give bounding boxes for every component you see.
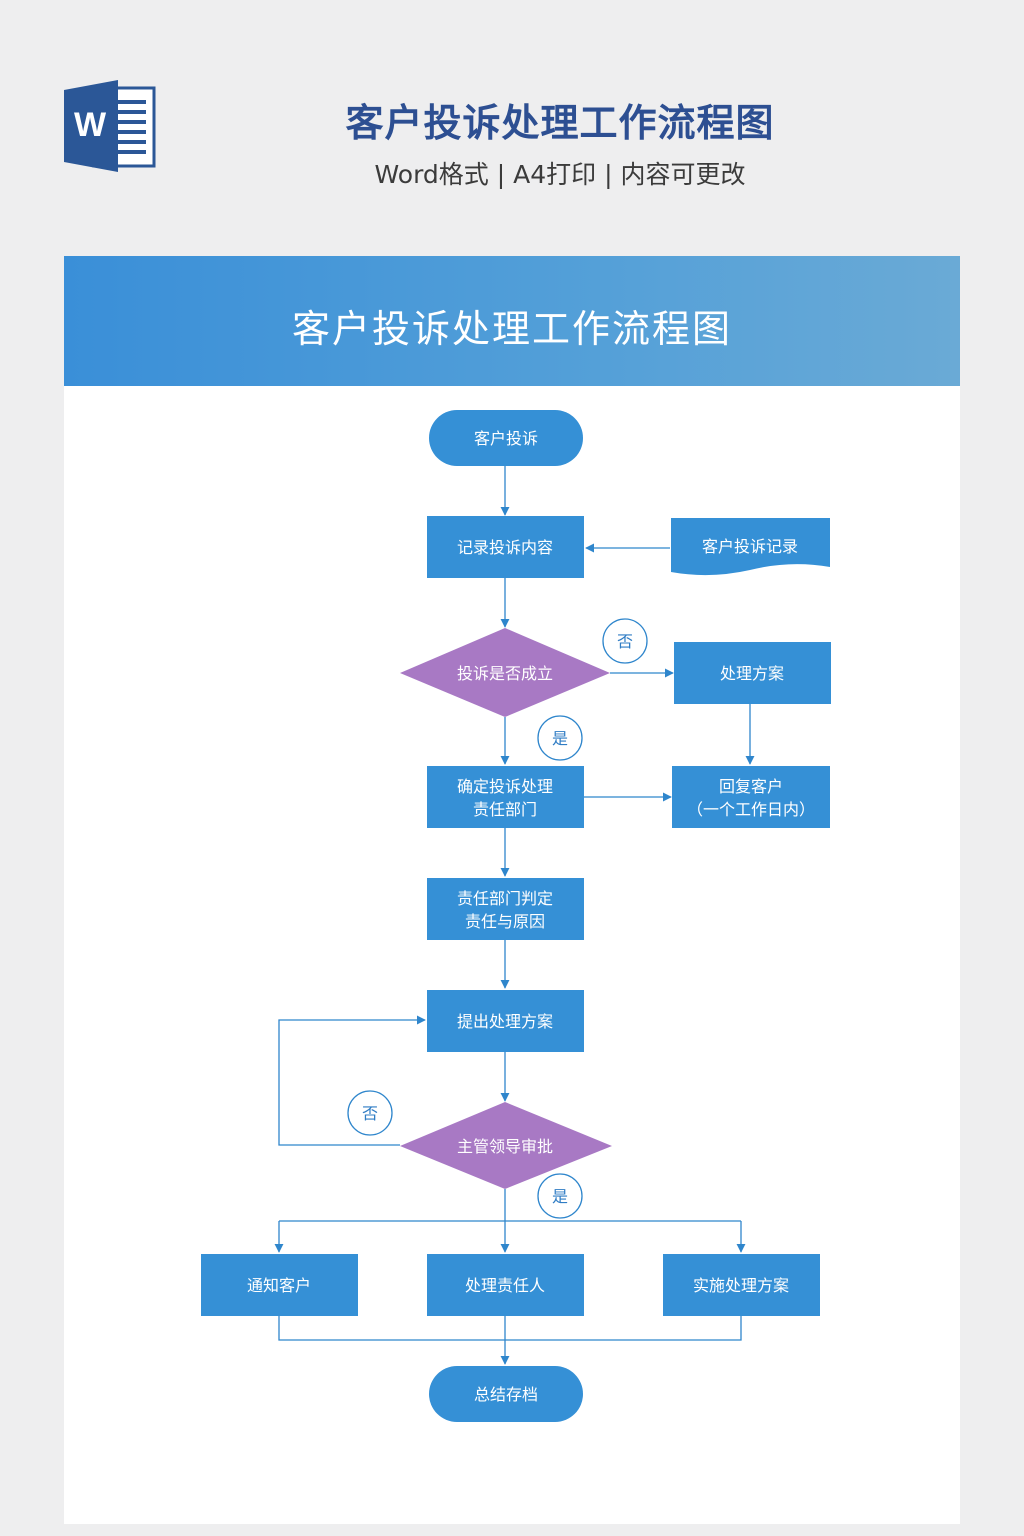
- judge-node-text-1: 责任部门判定: [457, 889, 553, 908]
- judge-node: [427, 878, 584, 940]
- connector: [278, 1316, 742, 1341]
- flowchart: 客户投诉 记录投诉内容 客户投诉记录 投诉是否成立 处理方案 确定投诉处理 责任…: [201, 410, 831, 1422]
- decision-node-1: [400, 628, 610, 717]
- label-yes-circle-2: [537, 1173, 583, 1219]
- logo-letter: W: [74, 106, 107, 144]
- decision-node-1-text: 投诉是否成立: [457, 664, 553, 683]
- propose-node: [427, 990, 584, 1052]
- reply-node-text-1: 回复客户: [719, 777, 783, 796]
- notify-node-text: 通知客户: [247, 1276, 311, 1295]
- start-node: [429, 410, 583, 466]
- reply-node-text-2: （一个工作日内）: [687, 800, 815, 819]
- label-no-circle-1: [602, 618, 648, 664]
- reply-node: [672, 766, 830, 828]
- judge-node-text-2: 责任与原因: [465, 912, 545, 931]
- page-subtitle: Word格式 | A4打印 | 内容可更改: [374, 160, 746, 189]
- flowchart-card: 客户投诉处理工作流程图 客户投诉 记录投诉内容: [64, 256, 960, 1524]
- end-node-text: 总结存档: [474, 1385, 538, 1404]
- document-node-text: 客户投诉记录: [702, 537, 798, 556]
- word-logo-icon: W: [64, 80, 156, 172]
- label-no-2: 否: [362, 1104, 378, 1123]
- label-no-circle-2: [347, 1090, 393, 1136]
- banner-title: 客户投诉处理工作流程图: [291, 307, 732, 351]
- handle-person-node-text: 处理责任人: [465, 1276, 545, 1295]
- end-node: [429, 1366, 583, 1422]
- dept-node-text-2: 责任部门: [473, 800, 537, 819]
- propose-node-text: 提出处理方案: [457, 1012, 553, 1031]
- implement-node-text: 实施处理方案: [693, 1276, 789, 1295]
- decision-node-2-text: 主管领导审批: [457, 1137, 553, 1156]
- notify-node: [201, 1254, 358, 1316]
- label-yes-1: 是: [552, 729, 568, 748]
- label-yes-2: 是: [552, 1187, 568, 1206]
- label-no-1: 否: [617, 632, 633, 651]
- label-yes-circle-1: [537, 715, 583, 761]
- implement-node: [663, 1254, 820, 1316]
- plan-node: [674, 642, 831, 704]
- connector-loop: [278, 1015, 426, 1146]
- dept-node-text-1: 确定投诉处理: [457, 777, 553, 796]
- document-node: [671, 518, 830, 576]
- start-node-text: 客户投诉: [474, 429, 538, 448]
- dept-node: [427, 766, 584, 828]
- handle-person-node: [427, 1254, 584, 1316]
- record-node-text: 记录投诉内容: [457, 538, 553, 557]
- decision-node-2: [400, 1102, 612, 1189]
- page-title: 客户投诉处理工作流程图: [345, 101, 775, 145]
- plan-node-text: 处理方案: [720, 664, 784, 683]
- record-node: [427, 516, 584, 578]
- banner: 客户投诉处理工作流程图: [64, 256, 960, 386]
